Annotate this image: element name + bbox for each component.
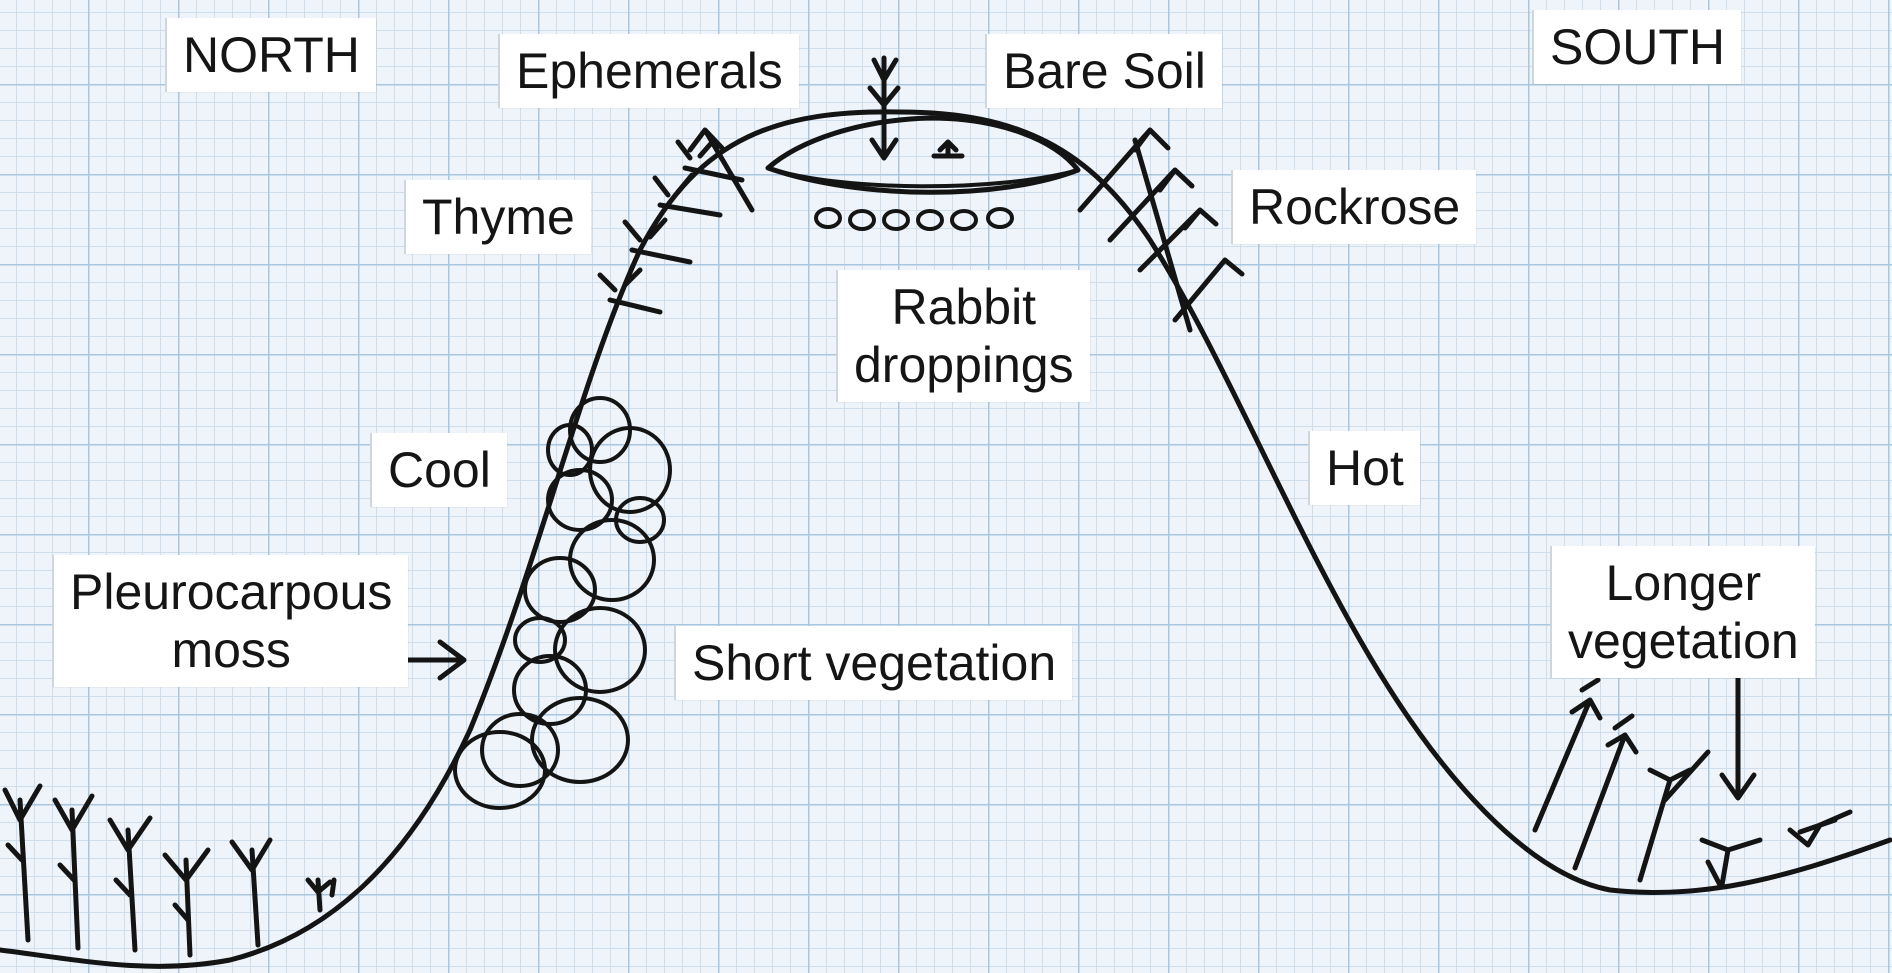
cool-label: Cool (370, 433, 507, 507)
pleurocarpous-moss-line2: moss (171, 622, 290, 678)
rockrose-label: Rockrose (1231, 170, 1476, 244)
bare-soil-label: Bare Soil (985, 34, 1222, 108)
rabbit-droppings-line1: Rabbit (892, 279, 1037, 335)
short-vegetation-label: Short vegetation (674, 626, 1072, 700)
pleurocarpous-moss-line1: Pleurocarpous (70, 564, 392, 620)
rabbit-droppings-label: Rabbit droppings (836, 270, 1090, 402)
thyme-plants-icon (600, 130, 752, 312)
rabbit-droppings-icon (816, 209, 1012, 229)
longer-vegetation-label: Longer vegetation (1550, 546, 1815, 678)
longer-vegetation-arrow-icon (1722, 678, 1754, 798)
south-label: SOUTH (1532, 10, 1741, 84)
ephemerals-label: Ephemerals (498, 34, 799, 108)
longer-vegetation-line1: Longer (1606, 555, 1762, 611)
north-base-vegetation-icon (5, 786, 334, 955)
south-base-vegetation-icon (1535, 680, 1850, 885)
rockrose-plants-icon (1080, 130, 1242, 330)
pleurocarpous-moss-label: Pleurocarpous moss (52, 555, 408, 687)
hill-profile (0, 112, 1890, 966)
rabbit-droppings-line2: droppings (854, 337, 1074, 393)
north-label: NORTH (165, 18, 376, 92)
ephemeral-plant-icon (870, 58, 962, 158)
thyme-label: Thyme (404, 180, 591, 254)
hot-label: Hot (1308, 431, 1420, 505)
longer-vegetation-line2: vegetation (1568, 613, 1799, 669)
